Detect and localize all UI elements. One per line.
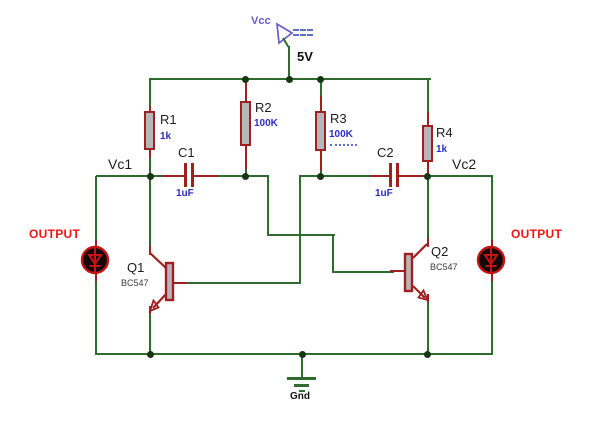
voltage-label: 5V: [297, 49, 313, 64]
wire-segment: [95, 272, 97, 355]
wire-segment: [427, 78, 429, 128]
ground-symbol: [294, 384, 309, 387]
vcc-symbol: [275, 22, 294, 48]
lead: [427, 160, 429, 177]
capacitor-c2: [389, 163, 392, 187]
q1-part: BC547: [121, 278, 149, 288]
wire-q1-collector: [149, 176, 151, 254]
junction-dot: [242, 173, 249, 180]
junction-dot: [317, 76, 324, 83]
r3-value: 100K: [329, 129, 353, 140]
r3-ref: R3: [330, 111, 347, 126]
q1-ref: Q1: [127, 260, 145, 275]
resistor-r2: [240, 101, 251, 146]
wire-segment: [149, 78, 151, 113]
lead: [427, 112, 429, 129]
wire-vc1-rail: [96, 175, 186, 177]
lead: [427, 294, 429, 302]
lead: [162, 175, 184, 177]
led-d1: [80, 245, 110, 275]
net-label-vc1: Vc1: [108, 156, 133, 172]
lead: [149, 106, 151, 114]
ground-symbol: [287, 377, 316, 380]
lead: [95, 240, 97, 249]
lead-q1-base: [173, 282, 187, 284]
wire-q2-emitter: [427, 300, 429, 355]
junction-dot: [147, 173, 154, 180]
lead: [491, 240, 493, 249]
wire-vc2-rail: [402, 175, 493, 177]
c2-value: 1uF: [375, 188, 393, 199]
wire-vcc-drop: [288, 46, 290, 80]
lead: [245, 82, 247, 104]
wire-segment: [149, 148, 151, 177]
junction-dot: [424, 351, 431, 358]
wire-segment: [491, 272, 493, 355]
vcc-label: Vcc: [251, 15, 271, 27]
lead: [370, 175, 389, 177]
wire-bottom-rail: [96, 353, 493, 355]
r2-value: 100K: [254, 118, 278, 129]
c1-value: 1uF: [176, 188, 194, 199]
wire-vc1-rail: [196, 175, 269, 177]
lead: [320, 150, 322, 171]
junction-dot: [242, 76, 249, 83]
r4-value: 1k: [436, 144, 448, 155]
lead: [320, 96, 322, 114]
output-label-left: OUTPUT: [29, 227, 81, 241]
c1-ref: C1: [178, 145, 195, 160]
vcc-edit-underline: [293, 34, 313, 36]
net-label-vc2: Vc2: [452, 156, 477, 172]
led-d2: [476, 245, 506, 275]
junction-dot: [147, 351, 154, 358]
resistor-r1: [144, 111, 155, 150]
resistor-r4: [422, 125, 433, 162]
resistor-r3: [315, 111, 326, 151]
r1-value: 1k: [160, 131, 172, 142]
wire-q1-emitter: [149, 312, 151, 355]
wire-cross-a: [267, 234, 335, 236]
wire-q1-base: [184, 282, 301, 284]
output-label-right: OUTPUT: [511, 227, 563, 241]
junction-dot: [424, 173, 431, 180]
lead: [149, 148, 151, 158]
capacitor-c2: [396, 163, 399, 187]
lead: [95, 272, 97, 281]
wire-vc2-rail: [299, 175, 374, 177]
lead: [427, 238, 429, 247]
q2-part: BC547: [430, 262, 458, 272]
r4-ref: R4: [436, 125, 453, 140]
junction-dot: [317, 173, 324, 180]
lead: [194, 175, 218, 177]
capacitor-c1: [184, 163, 187, 187]
lead: [149, 246, 151, 255]
r3-edit-underline: [330, 144, 357, 146]
junction-dot: [286, 76, 293, 83]
r1-ref: R1: [160, 112, 177, 127]
wire-q2-base: [332, 271, 394, 273]
wire-gnd-stub: [301, 354, 303, 378]
vcc-edit-underline: [293, 29, 313, 31]
lead-q2-base: [390, 270, 404, 272]
wire-cross-a: [267, 175, 269, 236]
wire-segment: [491, 176, 493, 248]
c2-ref: C2: [377, 145, 394, 160]
ground-symbol: [299, 390, 305, 392]
lead: [399, 175, 424, 177]
wire-q2-collector: [427, 176, 429, 246]
transistor-q2: [403, 243, 430, 302]
capacitor-c1: [191, 163, 194, 187]
r2-ref: R2: [255, 100, 272, 115]
wire-segment: [95, 176, 97, 248]
lead: [491, 272, 493, 281]
wire-cross-a: [332, 234, 334, 273]
q2-ref: Q2: [431, 244, 449, 259]
junction-dot: [299, 351, 306, 358]
transistor-q1: [148, 252, 175, 313]
lead: [245, 145, 247, 169]
gnd-label: Gnd: [290, 391, 310, 402]
wire-cross-b: [299, 176, 301, 284]
